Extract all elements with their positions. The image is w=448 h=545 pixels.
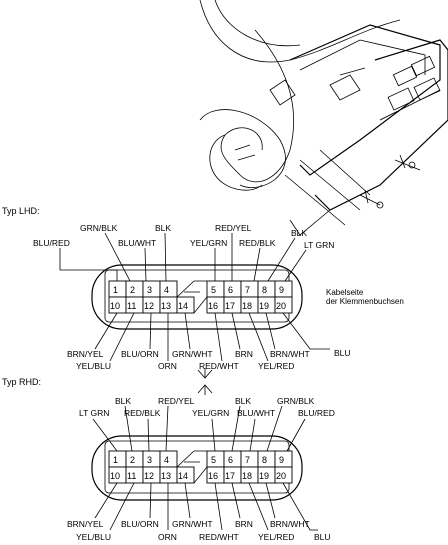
rhd-connector: 1 2 3 4 5 6 7 8 9 10 11 12 13 14 16 17 1… (91, 435, 303, 501)
rhd-pin-11-label: 11 (127, 471, 136, 481)
lhd-pin-18-label: 18 (242, 301, 252, 311)
lhd-label-yel-grn: YEL/GRN (190, 238, 227, 248)
lhd-label-brn-yel: BRN/YEL (67, 349, 104, 359)
lhd-note-line2: der Klemmenbuchsen (326, 297, 404, 306)
rhd-pin-17-label: 17 (225, 471, 235, 481)
rhd-pin-16-label: 16 (208, 471, 218, 481)
lhd-label-blu-red: BLU/RED (33, 238, 70, 248)
rhd-pin-9-label: 9 (279, 455, 284, 465)
rhd-pin-14 (176, 466, 195, 484)
lhd-top-leaders (59, 232, 307, 282)
lhd-label-grn-blk: GRN/BLK (80, 223, 118, 233)
rhd-pin-2-label: 2 (130, 455, 135, 465)
lhd-pin-20-label: 20 (276, 301, 286, 311)
lhd-label-red-yel: RED/YEL (215, 223, 252, 233)
lhd-label-blk-4: BLK (155, 223, 171, 233)
rhd-pin-20-label: 20 (276, 471, 286, 481)
rhd-pin-6-label: 6 (228, 455, 233, 465)
lhd-pin-8-label: 8 (262, 285, 267, 295)
rhd-label-blk-6: BLK (235, 396, 251, 406)
lhd-label-grn-wht: GRN/WHT (172, 349, 213, 359)
rhd-pin-14-label: 14 (178, 471, 188, 481)
rhd-title: Typ RHD: (2, 377, 41, 387)
rhd-pin-4-label: 4 (164, 455, 169, 465)
rhd-pin-12-label: 12 (144, 471, 154, 481)
rhd-pin-10-label: 10 (110, 471, 120, 481)
rhd-label-blu-orn: BLU/ORN (121, 519, 159, 529)
lhd-pin-2-label: 2 (130, 285, 135, 295)
lhd-pin-4-label: 4 (164, 285, 169, 295)
rhd-pin-19-label: 19 (259, 471, 269, 481)
rhd-pin-5-label: 5 (211, 455, 216, 465)
lhd-label-blk-9: BLK (291, 228, 307, 238)
lhd-pin-9-label: 9 (279, 285, 284, 295)
lhd-label-blu-wht: BLU/WHT (118, 238, 156, 248)
lhd-label-lt-grn: LT GRN (304, 240, 334, 250)
rhd-label-blk-2: BLK (115, 396, 131, 406)
lhd-pin-11-label: 11 (127, 301, 136, 311)
lhd-label-yel-blu: YEL/BLU (76, 361, 111, 371)
lhd-pin-14-label: 14 (178, 301, 188, 311)
rhd-label-red-blk: RED/BLK (124, 408, 161, 418)
rhd-pin-18-label: 18 (242, 471, 252, 481)
lhd-pin-6-label: 6 (228, 285, 233, 295)
lhd-pin-12-label: 12 (144, 301, 154, 311)
rhd-label-grn-blk: GRN/BLK (277, 396, 315, 406)
rhd-pin-1-label: 1 (113, 455, 118, 465)
rhd-label-red-wht: RED/WHT (199, 532, 239, 542)
door-panel-illustration (199, 0, 448, 236)
lhd-label-red-blk: RED/BLK (239, 238, 276, 248)
lhd-pin-14 (176, 296, 195, 314)
swap-arrow-icon (197, 368, 213, 395)
rhd-label-yel-blu: YEL/BLU (76, 532, 111, 542)
rhd-bottom-labels: BRN/YEL BLU/ORN GRN/WHT BRN YEL/BLU ORN … (67, 519, 331, 542)
lhd-label-yel-red: YEL/RED (258, 361, 294, 371)
rhd-bottom-leaders (94, 482, 318, 531)
lhd-bottom-leaders (94, 312, 330, 362)
lhd-pin-13-label: 13 (161, 301, 171, 311)
lhd-label-brn-wht: BRN/WHT (270, 349, 310, 359)
rhd-label-grn-wht: GRN/WHT (172, 519, 213, 529)
rhd-pin-7-label: 7 (245, 455, 250, 465)
rhd-pin-8-label: 8 (262, 455, 267, 465)
lhd-pin-1-label: 1 (113, 285, 118, 295)
rhd-label-brn-yel: BRN/YEL (67, 519, 104, 529)
lhd-note-line1: Kabelseite (326, 288, 364, 297)
rhd-label-brn-wht: BRN/WHT (270, 519, 310, 529)
rhd-label-yel-red: YEL/RED (258, 532, 294, 542)
lhd-connector: 1 2 3 4 5 6 7 8 9 10 11 12 13 14 16 17 1… (91, 264, 303, 330)
lhd-label-orn: ORN (158, 361, 177, 371)
lhd-label-blu-orn: BLU/ORN (121, 349, 159, 359)
lhd-pin-5-label: 5 (211, 285, 216, 295)
rhd-pin-20 (274, 466, 293, 484)
lhd-pin-17-label: 17 (225, 301, 235, 311)
lhd-pin-10-label: 10 (110, 301, 120, 311)
lhd-label-brn: BRN (235, 349, 253, 359)
rhd-top-leaders (92, 405, 306, 452)
rhd-pin-3-label: 3 (147, 455, 152, 465)
rhd-label-blu: BLU (314, 532, 331, 542)
rhd-top-labels: RED/YEL BLK GRN/BLK BLK RED/BLK YEL/GRN … (79, 396, 335, 418)
rhd-label-red-yel: RED/YEL (158, 396, 195, 406)
lhd-pin-19-label: 19 (259, 301, 269, 311)
rhd-label-brn: BRN (235, 519, 253, 529)
rhd-label-blu-wht: BLU/WHT (237, 408, 275, 418)
lhd-top-labels: GRN/BLK BLK RED/YEL BLU/RED BLU/WHT YEL/… (33, 223, 334, 250)
lhd-pin-16-label: 16 (208, 301, 218, 311)
rhd-pin-13-label: 13 (161, 471, 171, 481)
rhd-label-yel-grn: YEL/GRN (192, 408, 229, 418)
lhd-label-red-wht: RED/WHT (199, 361, 239, 371)
lhd-bottom-labels: BRN/YEL BLU/ORN GRN/WHT BRN BRN/WHT YEL/… (67, 348, 351, 371)
lhd-title: Typ LHD: (2, 206, 40, 216)
lhd-pin-3-label: 3 (147, 285, 152, 295)
lhd-label-blu: BLU (334, 348, 351, 358)
rhd-label-blu-red: BLU/RED (298, 408, 335, 418)
lhd-pin-7-label: 7 (245, 285, 250, 295)
rhd-label-lt-grn: LT GRN (79, 408, 109, 418)
rhd-label-orn: ORN (158, 532, 177, 542)
